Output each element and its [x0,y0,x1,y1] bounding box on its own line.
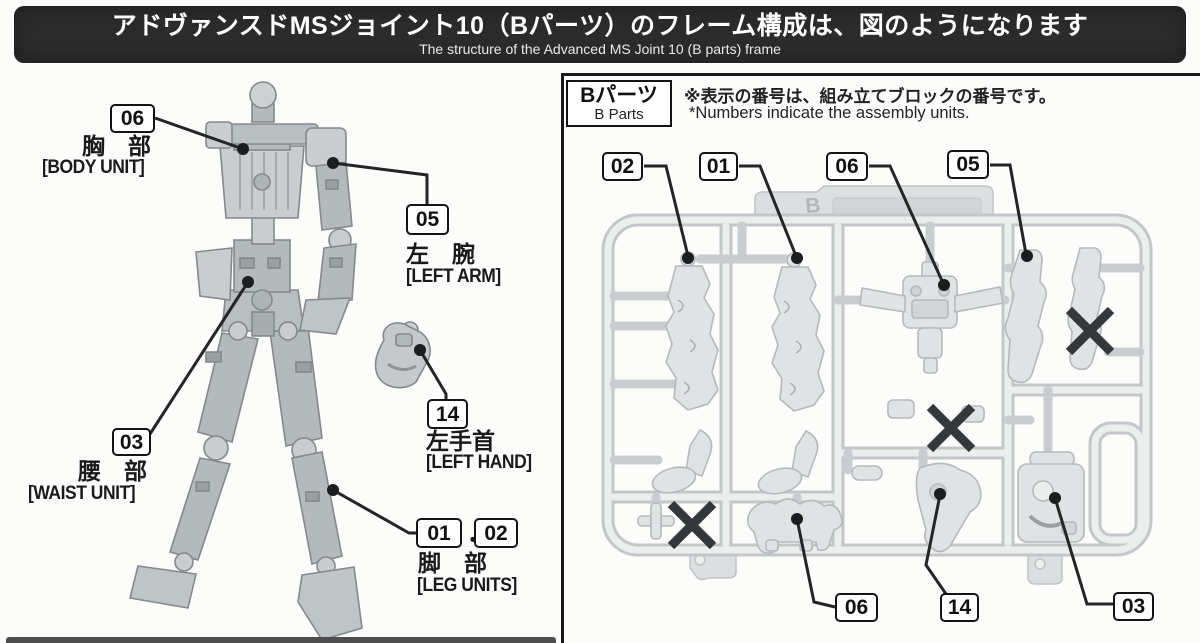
figure-waist-unit [195,239,305,341]
leader-runner-03 [1053,497,1113,606]
parts-panel-top-border [561,73,1200,76]
x-mark-arm [1065,306,1115,356]
label-left-arm-en: [LEFT ARM] [406,266,501,287]
leader-runner-02 [644,164,690,257]
figure-head [249,81,277,123]
runner-callout-14: 14 [940,593,979,622]
runner-sprue: B [601,185,1153,585]
leader-left-hand [418,349,448,400]
page-header-banner: アドヴァンスドMSジョイント10（Bパーツ）のフレーム構成は、図のようになります… [14,6,1186,63]
runner-part-small-joints [851,399,985,481]
callout-box-body-06: 06 [110,104,155,133]
leader-runner-06-bottom [795,518,836,609]
page-title-english: The structure of the Advanced MS Joint 1… [419,41,781,58]
leader-legs [332,488,416,535]
frame-figure-illustration [129,81,431,641]
callout-box-left-hand-14: 14 [427,399,468,429]
x-mark-middle [926,403,976,453]
label-legs-en: [LEG UNITS] [417,575,517,596]
b-parts-title-box: Bパーツ B Parts [566,80,672,127]
figure-left-leg [129,332,259,609]
label-legs-jp: 脚 部 [418,550,487,576]
callout-box-legs-02: 02 [474,518,518,548]
runner-callout-06-bottom: 06 [835,593,878,622]
callout-box-waist-03: 03 [112,428,151,456]
leader-runner-05 [990,163,1028,255]
assembly-note-en: *Numbers indicate the assembly units. [689,104,970,122]
leader-left-arm [332,161,429,204]
figure-right-leg [269,326,363,641]
runner-callout-01: 01 [699,152,738,181]
x-mark-bottom-left [667,500,717,550]
runner-callout-02: 02 [602,152,643,181]
page-title-japanese: アドヴァンスドMSジョイント10（Bパーツ）のフレーム構成は、図のようになります [111,11,1089,40]
runner-bottom-tabs [689,549,1063,585]
label-body-en: [BODY UNIT] [42,157,145,178]
runner-callout-03: 03 [1113,592,1154,621]
label-left-arm-jp: 左 腕 [406,241,475,267]
figure-left-hand-part [374,321,431,389]
label-waist-jp: 腰 部 [78,458,147,484]
label-left-hand-jp: 左手首 [426,428,495,454]
runner-callout-06-top: 06 [826,152,868,181]
unused-x-marks [667,306,1115,550]
b-parts-title-en: B Parts [594,105,644,123]
label-left-hand-en: [LEFT HAND] [426,452,532,473]
runner-part-pelvis [746,498,843,554]
leader-dots [237,143,1061,525]
figure-body-unit [205,121,319,245]
label-body-jp: 胸 部 [82,133,151,159]
leader-body [154,116,244,151]
callout-box-left-arm-05: 05 [406,204,449,235]
runner-letter-molding: B [804,194,821,218]
leader-runner-06-top [869,164,945,284]
runner-part-waist [1017,451,1085,543]
runner-part-torso [859,261,1004,374]
leader-runner-14 [924,494,948,595]
assembly-note-jp: ※表示の番号は、組み立てブロックの番号です。 [684,87,1056,106]
runner-part-unused-small [637,502,675,540]
runner-part-leg-2 [754,252,825,499]
parts-panel-left-border [561,73,564,643]
b-parts-title-jp: Bパーツ [580,83,658,107]
leader-runner-01 [739,164,798,257]
figure-left-arm [299,127,357,335]
label-waist-en: [WAIST UNIT] [28,483,136,504]
leader-waist [148,281,250,435]
next-section-header-edge [6,637,556,643]
runner-callout-05: 05 [947,150,989,179]
leader-lines [148,116,1113,609]
runner-part-hand [915,462,982,553]
callout-box-legs-01: 01 [416,518,462,548]
runner-part-arms [1004,247,1106,384]
